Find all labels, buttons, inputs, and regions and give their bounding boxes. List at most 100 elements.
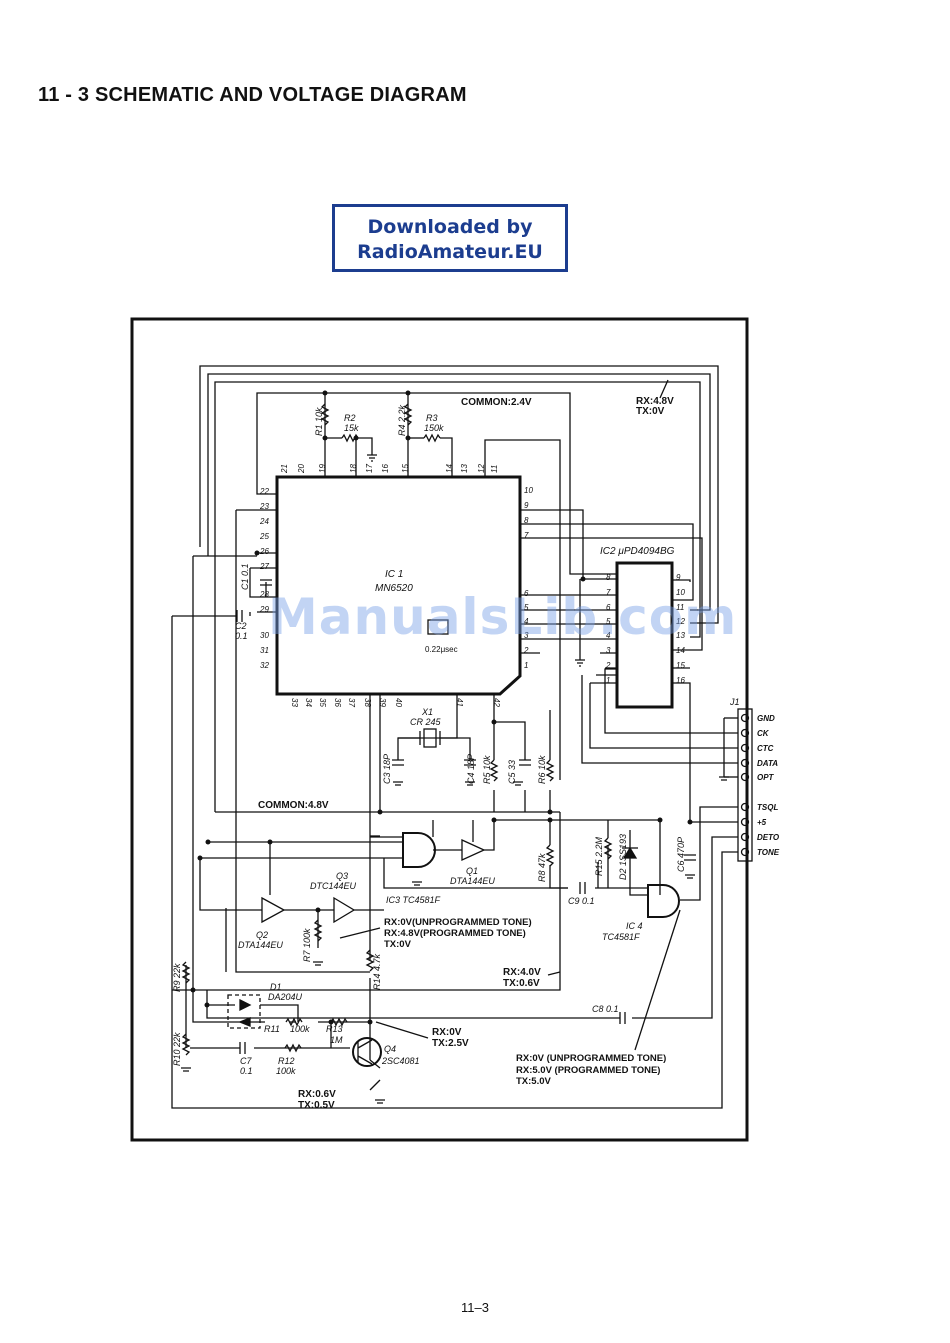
ic1-pin-4: 4 (524, 617, 529, 626)
junction-dot (405, 435, 411, 441)
ic1-pin-39: 39 (378, 698, 387, 707)
label-q1-value: DTA144EU (450, 876, 495, 886)
c1-capacitor (260, 579, 272, 586)
d1-diode (227, 994, 261, 1029)
ic2-pin-15: 15 (676, 661, 685, 670)
ic1-pin-34: 34 (304, 698, 313, 707)
r15-resistor (603, 837, 613, 860)
junction-dot (205, 839, 211, 845)
j1-pin-deto: DETO (757, 833, 780, 842)
voltage-tx-06: TX:0.6V (503, 978, 540, 989)
j1-pin-ctc: CTC (757, 744, 774, 753)
junction-dot (491, 719, 497, 725)
label-d1-value: DA204U (268, 992, 303, 1002)
label-c8: C8 0.1 (592, 1004, 619, 1014)
ic1-pin-14: 14 (445, 464, 454, 473)
capacitors (236, 579, 696, 1054)
ic2-pin-7: 7 (606, 588, 611, 597)
x1-crystal (419, 728, 441, 748)
ic1-pin-13: 13 (460, 464, 469, 473)
label-q2-value: DTA144EU (238, 940, 283, 950)
ic2-pin-6: 6 (606, 603, 611, 612)
j1-pin-5v: +5 (757, 818, 767, 827)
label-ic3: IC3 TC4581F (386, 895, 441, 905)
badge-line-2: RadioAmateur.EU (357, 241, 543, 263)
ic1-pin-33: 33 (290, 698, 299, 707)
ic1-pin-40: 40 (394, 698, 403, 707)
r11-resistor (285, 1017, 303, 1027)
junction-dot (657, 817, 663, 823)
junction-dot (190, 987, 196, 993)
ic1-body (275, 475, 522, 696)
ic1-pin-29: 29 (259, 605, 269, 614)
ic2-pin-12: 12 (676, 617, 685, 626)
c9-capacitor (579, 882, 586, 894)
junction-dots (190, 390, 693, 1025)
badge-line-1: Downloaded by (367, 216, 533, 238)
label-r12-value: 100k (276, 1066, 296, 1076)
download-badge: Downloaded by RadioAmateur.EU (332, 204, 568, 272)
q3-transistor (333, 896, 356, 924)
ic1-pin-26: 26 (259, 547, 269, 556)
ic2-pin-10: 10 (676, 588, 685, 597)
voltage-common-mid: COMMON:4.8V (258, 800, 329, 811)
r14-resistor (365, 949, 375, 972)
ic2-pin-3: 3 (606, 646, 611, 655)
r2-resistor (341, 433, 359, 443)
j1-pin-circle (740, 772, 750, 782)
label-x1-value: CR 245 (410, 717, 442, 727)
ic2-pin-1: 1 (606, 676, 610, 685)
r10-resistor (181, 1033, 191, 1056)
junction-dot (367, 1019, 373, 1025)
ic2-pin-9: 9 (676, 573, 681, 582)
label-r13-value: 1M (330, 1035, 343, 1045)
ic1-pin-11: 11 (490, 465, 499, 473)
r7-resistor (313, 919, 323, 942)
ic1-pin-24: 24 (259, 517, 269, 526)
ic1-pin-16: 16 (381, 464, 390, 473)
junction-dot (687, 819, 693, 825)
junction-dot (547, 809, 553, 815)
ground-symbols (181, 454, 729, 1104)
label-r1: R1 10k (314, 407, 324, 436)
voltage-q4e-rx: RX:0.6V (298, 1089, 336, 1100)
watermark: ManualsLib.com (268, 588, 738, 646)
j1-pin-circle (740, 758, 750, 768)
label-r11: R11 (264, 1024, 280, 1034)
label-d2: D2 1SS193 (618, 834, 628, 880)
voltage-common-top: COMMON:2.4V (461, 397, 532, 408)
ic2-pin-2: 2 (605, 661, 611, 670)
j1-pin-circle (740, 847, 750, 857)
j1-pin-tone: TONE (757, 848, 780, 857)
voltage-q3-rx-unprog: RX:0V(UNPROGRAMMED TONE) (384, 917, 532, 928)
label-c2: C2 (235, 621, 247, 631)
r8-resistor (545, 844, 555, 867)
r12-resistor (284, 1043, 302, 1053)
q1-transistor (461, 838, 486, 862)
voltage-ic4-rx-prog: RX:5.0V (PROGRAMMED TONE) (516, 1065, 660, 1076)
j1-pin-ck: CK (757, 729, 770, 738)
label-q3: Q3 (336, 871, 348, 881)
j1-pin-circle (740, 713, 750, 723)
ic4-gate (647, 884, 680, 918)
junction-dot (322, 390, 328, 396)
q4-transistor (352, 1037, 382, 1067)
ic1-pin-17: 17 (365, 464, 374, 473)
junction-dot (197, 855, 203, 861)
voltage-q3-rx-prog: RX:4.8V(PROGRAMMED TONE) (384, 928, 526, 939)
junction-dot (204, 1002, 210, 1008)
circuit-wires (171, 365, 738, 1109)
label-ic4-part: TC4581F (602, 932, 640, 942)
voltage-ic4-tx: TX:5.0V (516, 1076, 552, 1087)
label-r11-value: 100k (290, 1024, 310, 1034)
label-q4-value: 2SC4081 (381, 1056, 420, 1066)
ic1-part: MN6520 (375, 583, 413, 594)
ic3-gate (402, 832, 436, 868)
c4-capacitor (464, 759, 476, 766)
label-c6: C6 470P (676, 837, 686, 872)
junction-dot (322, 435, 328, 441)
j1-pin-circle (740, 832, 750, 842)
c2-capacitor (236, 610, 243, 622)
junction-dot (328, 1019, 334, 1025)
label-r3: R3 (426, 413, 438, 423)
